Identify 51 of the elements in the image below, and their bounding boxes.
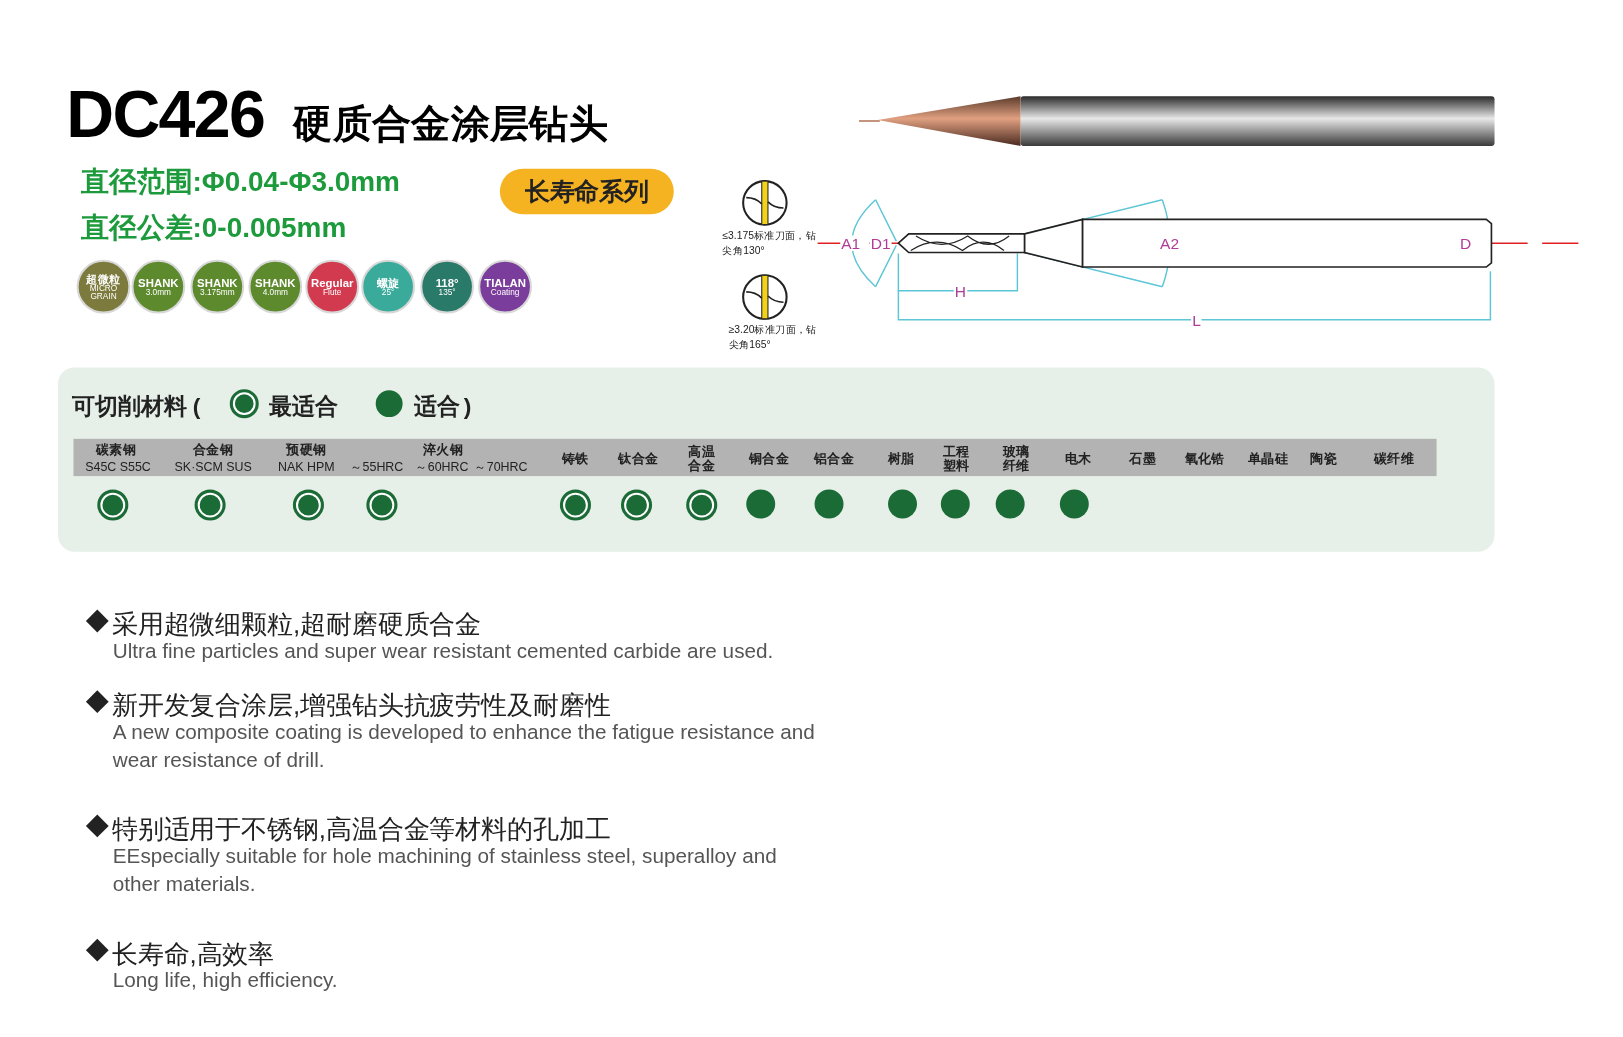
legend-text: 适合 (414, 392, 460, 422)
grade-text: NAK HPM (278, 460, 335, 473)
material-name: 铸铁 (562, 451, 589, 466)
feature-text: 采用超微细颗粒,超耐磨硬质合金 (111, 608, 482, 641)
material-name: 钛合金 (618, 451, 659, 466)
feature-description: Ultra fine particles and super wear resistant cemented carbide are used. (112, 638, 775, 665)
grade-text: SK·SCM SUS (174, 460, 252, 473)
material-name: 单晶硅 (1247, 451, 1289, 466)
feature-description: EEspecially suitable for hole machining of stainless steel, superalloy and other materials. (112, 843, 778, 898)
feature-badge: SHANK 3.175mm (190, 259, 245, 314)
grade-text: ～70HRC (474, 460, 528, 473)
material-name: 电木 (1065, 451, 1092, 466)
material-name: 合金钢 (193, 442, 234, 456)
material-name: 淬火钢 (422, 442, 464, 456)
grade-text: ～60HRC (415, 460, 469, 473)
feature-badge: SHANK 4.0mm (248, 259, 303, 314)
material-name: 氧化锆 (1184, 451, 1225, 466)
feature-text: 特别适用于不锈钢,高温合金等材料的孔加工 (111, 813, 611, 846)
material-name: 树脂 (888, 451, 915, 466)
material-name: 铝合金 (814, 451, 855, 466)
materials-heading: 可切削材料 ( (72, 392, 201, 422)
feature-description: Long life, high efficiency. (112, 967, 339, 994)
material-name: 铜合金 (748, 451, 790, 466)
material-name: 石墨 (1129, 451, 1157, 466)
feature-text: 新开发复合涂层,增强钻头抗疲劳性及耐磨性 (111, 689, 611, 722)
grade-text: S45C S55C (85, 460, 151, 473)
feature-text: 长寿命,高效率 (111, 937, 275, 970)
feature-badge: Regular Flute (305, 259, 360, 314)
dimension-label: A1 (840, 235, 862, 251)
feature-badge: SHANK 3.0mm (131, 259, 186, 314)
legend-text: 最适合 (269, 392, 338, 422)
material-name: 预硬钢 (286, 442, 327, 456)
tip-caption: ≤3.175标准刀面，钻尖角130° (722, 228, 818, 258)
diameter-tolerance-text: 直径公差:0-0.005mm (80, 211, 347, 246)
diameter-range-text: 直径范围:Φ0.04-Φ3.0mm (80, 165, 400, 200)
tip-caption: ≥3.20标准刀面，钻尖角165° (728, 322, 818, 352)
material-name: 高温合金 (687, 445, 717, 472)
title: DC426 硬质合金涂层钻头 (66, 75, 608, 154)
feature-description: A new composite coating is developed to enhance the fatigue resistance and wear resistance of drill. (112, 719, 816, 774)
feature-badge: 118° 135° (420, 259, 475, 314)
series-tag: 长寿命系列 (499, 168, 674, 215)
material-name: 碳纤维 (1373, 451, 1415, 466)
material-name: 碳素钢 (95, 442, 137, 456)
feature-badge: TIALAN Coating (478, 259, 532, 314)
material-name: 工程塑料 (941, 445, 971, 472)
feature-badge: 超微粒 MICRO GRAIN (76, 259, 131, 314)
materials-heading-close: ) (463, 392, 472, 422)
material-name: 陶瓷 (1310, 451, 1338, 466)
grade-text: ～55HRC (350, 460, 404, 473)
material-name: 玻璃纤维 (1001, 445, 1031, 472)
feature-badge: 螺旋 25° (361, 259, 416, 314)
